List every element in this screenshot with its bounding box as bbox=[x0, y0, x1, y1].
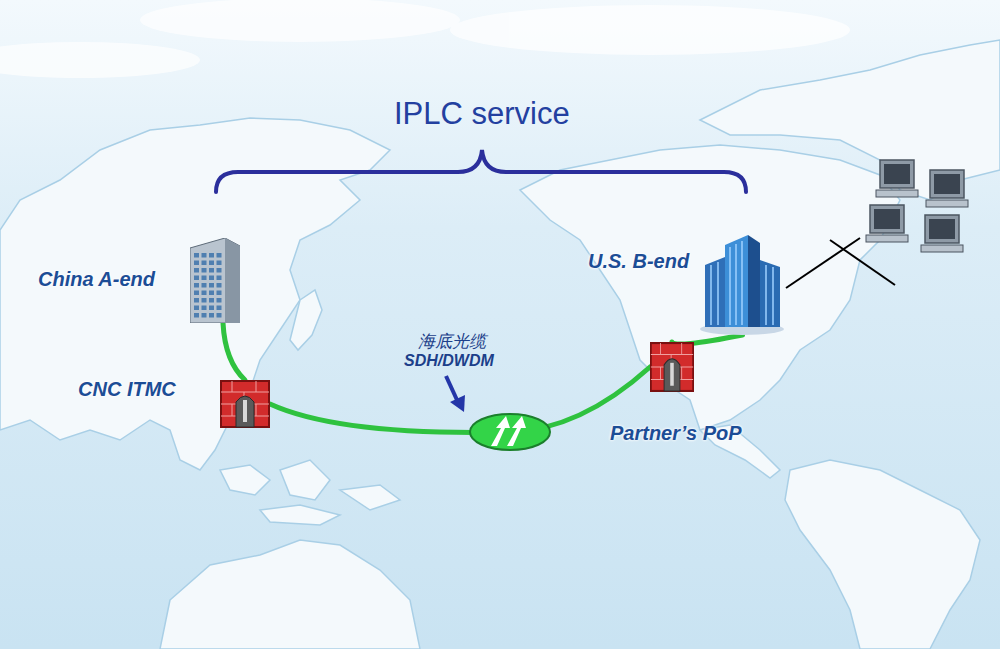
diagram-title: IPLC service bbox=[394, 96, 570, 132]
building-node: China A-end bbox=[190, 238, 240, 323]
computer-group bbox=[786, 160, 968, 288]
cable-label: 海底光缆 bbox=[418, 330, 486, 353]
firewall-node: Partner’s PoP bbox=[650, 342, 694, 392]
bracket bbox=[216, 150, 746, 192]
fiber-link bbox=[270, 367, 650, 432]
pointer-arrow bbox=[446, 376, 465, 412]
building-node: U.S. B-end bbox=[700, 235, 785, 335]
firewall-node: CNC ITMC bbox=[220, 380, 270, 428]
firewall-icon bbox=[220, 380, 270, 428]
cable-label: SDH/DWDM bbox=[404, 352, 494, 370]
node-label: Partner’s PoP bbox=[610, 422, 742, 445]
fiber-link bbox=[223, 323, 245, 380]
node-label: China A-end bbox=[38, 268, 155, 291]
node-label: CNC ITMC bbox=[78, 378, 176, 401]
building-icon bbox=[190, 238, 240, 323]
firewall-icon bbox=[650, 342, 694, 392]
building-icon bbox=[700, 235, 785, 335]
node-label: U.S. B-end bbox=[588, 250, 689, 273]
